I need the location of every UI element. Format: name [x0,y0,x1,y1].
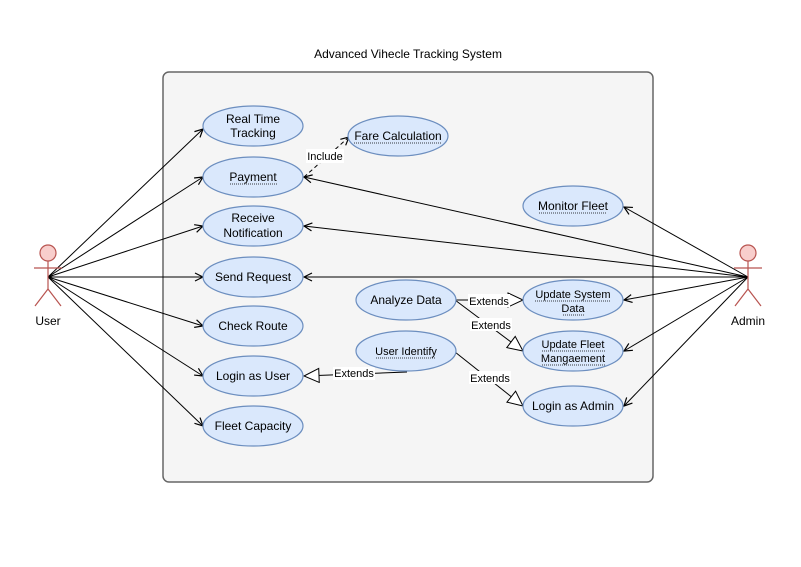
use-case-label: Receive [231,211,275,225]
use-case-label: Tracking [230,126,276,140]
actor-head [39,244,57,262]
use-case-label: Login as Admin [532,399,614,413]
use-case-payment[interactable]: Payment [202,156,304,198]
use-case-label: Update Fleet [542,339,605,351]
edge-user-check-route[interactable] [47,276,203,326]
edge-user-login-as-user[interactable] [47,276,203,376]
use-case-fare-calculation[interactable]: Fare Calculation [347,115,449,157]
use-case-label: Notification [223,226,282,240]
use-case-user-identify[interactable]: User Identify [355,330,457,372]
user-actor[interactable]: User [34,244,62,328]
use-case-login-as-admin[interactable]: Login as Admin [522,385,624,427]
use-case-monitor-fleet[interactable]: Monitor Fleet [522,185,624,227]
use-case-label: Check Route [218,319,288,333]
user-associations [47,129,203,426]
actor-head [739,244,757,262]
edge-admin-monitor-fleet[interactable] [624,207,749,278]
admin-actor-label: Admin [731,314,765,328]
extends-label-analyze-system: Extends [469,296,509,308]
use-case-label: User Identify [375,346,437,358]
admin-associations [304,177,749,406]
edge-admin-receive-notification[interactable] [304,226,749,278]
edge-user-payment[interactable] [47,177,203,278]
system-title: Advanced Vihecle Tracking System [314,47,502,61]
use-case-label: Login as User [216,369,290,383]
edge-admin-update-fleet-management[interactable] [624,276,749,351]
extends-analyze-system[interactable]: Extends [455,292,525,308]
admin-actor[interactable]: Admin [731,244,765,328]
edge-user-receive-notification[interactable] [47,226,203,278]
use-case-analyze-data[interactable]: Analyze Data [355,279,457,321]
include-label: Include [307,151,342,163]
use-case-real-time-tracking[interactable]: Real Time Tracking [202,105,304,147]
edge-admin-payment[interactable] [304,177,749,278]
use-case-update-fleet-management[interactable]: Update Fleet Mangaement [522,330,624,372]
user-actor-label: User [35,314,60,328]
actor-leg [34,288,49,307]
extends-label-analyze-fleet: Extends [471,320,511,332]
edge-admin-login-as-admin[interactable] [624,276,749,406]
actor-leg [747,288,762,307]
use-case-label: Send Request [215,270,292,284]
edge-user-real-time-tracking[interactable] [47,129,203,278]
use-case-label: Fleet Capacity [215,419,292,433]
actor-leg [734,288,749,307]
use-case-send-request[interactable]: Send Request [202,256,304,298]
use-case-label: Update System [535,289,610,301]
edge-admin-update-system-data[interactable] [624,276,749,300]
extends-label-identify-admin: Extends [470,373,510,385]
use-case-login-as-user[interactable]: Login as User [202,355,304,397]
use-case-label: Real Time [226,112,280,126]
use-case-label: Data [561,303,585,315]
extends-analyze-fleet[interactable]: Extends [454,299,524,352]
use-case-label: Monitor Fleet [538,199,609,213]
include-relation[interactable]: Include [303,137,349,178]
use-case-fleet-capacity[interactable]: Fleet Capacity [202,405,304,447]
use-case-receive-notification[interactable]: Receive Notification [202,205,304,247]
use-case-label: Mangaement [541,353,605,365]
extends-identify-user[interactable]: Extends [302,367,408,384]
extends-identify-admin[interactable]: Extends [454,351,524,407]
extends-label-identify-user: Extends [334,368,374,380]
edge-user-fleet-capacity[interactable] [47,276,203,426]
use-case-label: Analyze Data [370,293,442,307]
use-case-label: Fare Calculation [354,129,441,143]
use-case-update-system-data[interactable]: Update System Data [522,279,624,321]
use-case-label: Payment [229,170,277,184]
actor-leg [47,288,62,307]
use-case-check-route[interactable]: Check Route [202,305,304,347]
